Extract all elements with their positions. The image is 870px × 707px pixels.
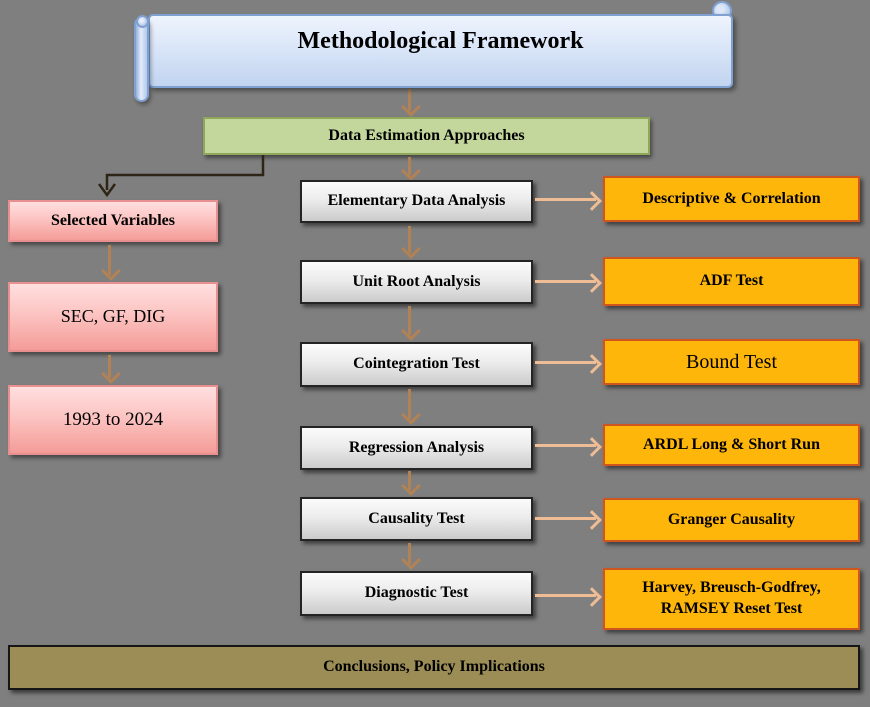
arrow-right-icon — [535, 508, 602, 530]
method-descriptive-correlation: Descriptive & Correlation — [603, 176, 860, 222]
selected-variables-box: Selected Variables — [8, 200, 218, 242]
method-adf-test: ADF Test — [603, 257, 860, 306]
sample-period-label: 1993 to 2024 — [62, 408, 164, 430]
step-label: Regression Analysis — [348, 438, 485, 456]
variables-list-box: SEC, GF, DIG — [8, 282, 218, 352]
step-label: Unit Root Analysis — [352, 272, 481, 290]
approaches-label: Data Estimation Approaches — [328, 126, 525, 144]
method-label: ADF Test — [699, 272, 764, 290]
method-label: ARDL Long & Short Run — [643, 435, 820, 453]
method-bound-test: Bound Test — [603, 339, 860, 385]
sample-period-box: 1993 to 2024 — [8, 385, 218, 455]
conclusions-box: Conclusions, Policy Implications — [8, 645, 860, 690]
step-unit-root-analysis: Unit Root Analysis — [300, 260, 533, 304]
step-label: Diagnostic Test — [364, 584, 469, 602]
arrow-right-icon — [535, 352, 602, 374]
arrow-down-icon — [99, 245, 121, 281]
scroll-left-roll — [134, 17, 149, 102]
selected-variables-label: Selected Variables — [51, 211, 175, 229]
arrow-right-icon — [535, 585, 602, 607]
arrow-right-icon — [535, 435, 602, 457]
method-diagnostic-tests: Harvey, Breusch-Godfrey, RAMSEY Reset Te… — [603, 568, 860, 630]
scroll-roll-cap — [136, 15, 149, 28]
arrow-down-icon — [399, 89, 421, 117]
arrow-down-icon — [399, 157, 421, 181]
step-label: Elementary Data Analysis — [327, 192, 506, 210]
step-diagnostic-test: Diagnostic Test — [300, 571, 533, 616]
step-regression-analysis: Regression Analysis — [300, 426, 533, 470]
step-cointegration-test: Cointegration Test — [300, 342, 533, 387]
step-causality-test: Causality Test — [300, 497, 533, 541]
page-title: Methodological Framework — [297, 28, 584, 55]
elbow-connector — [97, 155, 265, 198]
step-label: Cointegration Test — [353, 355, 480, 373]
framework-title-banner: Methodological Framework — [148, 14, 733, 88]
conclusions-label: Conclusions, Policy Implications — [323, 658, 545, 676]
method-label: Bound Test — [685, 351, 777, 373]
method-ardl-long-short-run: ARDL Long & Short Run — [603, 424, 860, 466]
arrow-down-icon — [399, 471, 421, 496]
method-label: Granger Causality — [667, 510, 796, 528]
method-label: Descriptive & Correlation — [642, 189, 821, 207]
arrow-right-icon — [535, 271, 602, 293]
arrow-down-icon — [399, 389, 421, 425]
arrow-down-icon — [99, 355, 121, 384]
step-label: Causality Test — [368, 509, 465, 527]
step-elementary-data-analysis: Elementary Data Analysis — [300, 180, 533, 223]
arrow-down-icon — [399, 543, 421, 570]
method-label: Harvey, Breusch-Godfrey, RAMSEY Reset Te… — [642, 579, 821, 617]
arrow-down-icon — [399, 306, 421, 341]
method-granger-causality: Granger Causality — [603, 498, 860, 542]
arrow-down-icon — [399, 226, 421, 259]
arrow-right-icon — [535, 189, 602, 211]
variables-list-label: SEC, GF, DIG — [60, 306, 166, 327]
data-estimation-approaches-box: Data Estimation Approaches — [203, 117, 650, 155]
